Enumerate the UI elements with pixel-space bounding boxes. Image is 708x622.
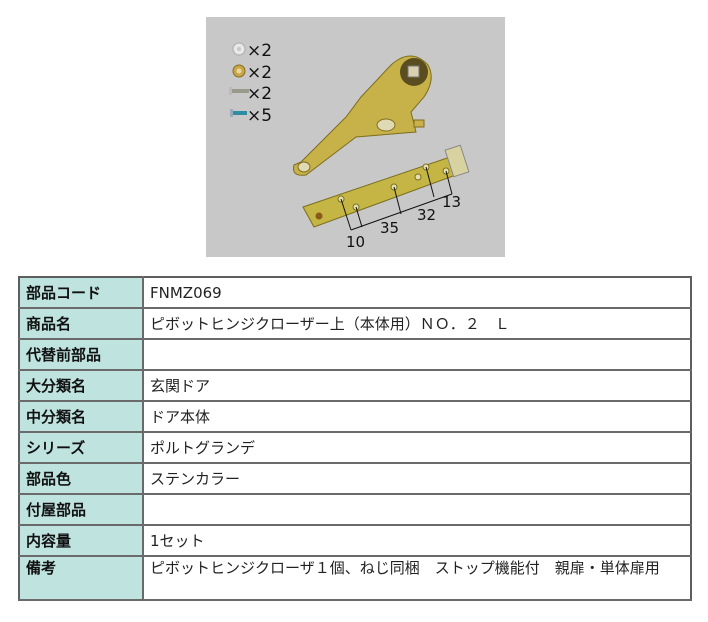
remarks-value: ピボットヒンジクローザ１個、ねじ同梱 ストップ機能付 親扉・単体扉用 xyxy=(142,555,692,601)
major-category-label: 大分類名 xyxy=(18,369,144,402)
closer-arm-illustration xyxy=(293,55,432,176)
table-row: 商品名 ピボットヒンジクローザー上（本体用）ＮＯ．２ Ｌ xyxy=(18,307,692,340)
dimension-32: 32 xyxy=(417,206,436,224)
table-row: 備考 ピボットヒンジクローザ１個、ねじ同梱 ストップ機能付 親扉・単体扉用 xyxy=(18,555,692,601)
screw-qty: ×5 xyxy=(247,106,272,126)
series-label: シリーズ xyxy=(18,431,144,464)
quantity-label: 内容量 xyxy=(18,524,144,557)
nut-icon xyxy=(232,64,246,78)
washer-icon xyxy=(232,42,246,56)
part-color-value: ステンカラー xyxy=(142,462,692,495)
major-category-value: 玄関ドア xyxy=(142,369,692,402)
dimension-10: 10 xyxy=(346,233,365,251)
part-code-label: 部品コード xyxy=(18,276,144,309)
mid-category-value: ドア本体 xyxy=(142,400,692,433)
mounting-plate-illustration xyxy=(302,144,470,228)
accessory-parts-value xyxy=(142,493,692,526)
product-name-value: ピボットヒンジクローザー上（本体用）ＮＯ．２ Ｌ xyxy=(142,307,692,340)
accessory-parts-label: 付屋部品 xyxy=(18,493,144,526)
quantity-value: 1セット xyxy=(142,524,692,557)
table-row: 大分類名 玄関ドア xyxy=(18,369,692,402)
nut-qty: ×2 xyxy=(247,63,272,83)
product-name-label: 商品名 xyxy=(18,307,144,340)
mid-category-label: 中分類名 xyxy=(18,400,144,433)
washer-qty: ×2 xyxy=(247,41,272,61)
pin-qty: ×2 xyxy=(247,84,272,104)
remarks-label: 備考 xyxy=(18,555,144,601)
table-row: 部品コード FNMZ069 xyxy=(18,276,692,309)
dimension-35: 35 xyxy=(380,219,399,237)
replaced-part-label: 代替前部品 xyxy=(18,338,144,371)
screw-icon xyxy=(230,109,247,117)
part-color-label: 部品色 xyxy=(18,462,144,495)
table-row: 代替前部品 xyxy=(18,338,692,371)
table-row: 中分類名 ドア本体 xyxy=(18,400,692,433)
product-photo: ×2 ×2 ×2 ×5 xyxy=(206,17,505,257)
part-code-value: FNMZ069 xyxy=(142,276,692,309)
pin-icon xyxy=(229,87,249,95)
dimension-13: 13 xyxy=(442,193,461,211)
spec-table: 部品コード FNMZ069 商品名 ピボットヒンジクローザー上（本体用）ＮＯ．２… xyxy=(18,276,692,601)
table-row: 部品色 ステンカラー xyxy=(18,462,692,495)
dimension-lines xyxy=(340,166,453,231)
table-row: シリーズ ポルトグランデ xyxy=(18,431,692,464)
table-row: 付屋部品 xyxy=(18,493,692,526)
table-row: 内容量 1セット xyxy=(18,524,692,557)
replaced-part-value xyxy=(142,338,692,371)
series-value: ポルトグランデ xyxy=(142,431,692,464)
